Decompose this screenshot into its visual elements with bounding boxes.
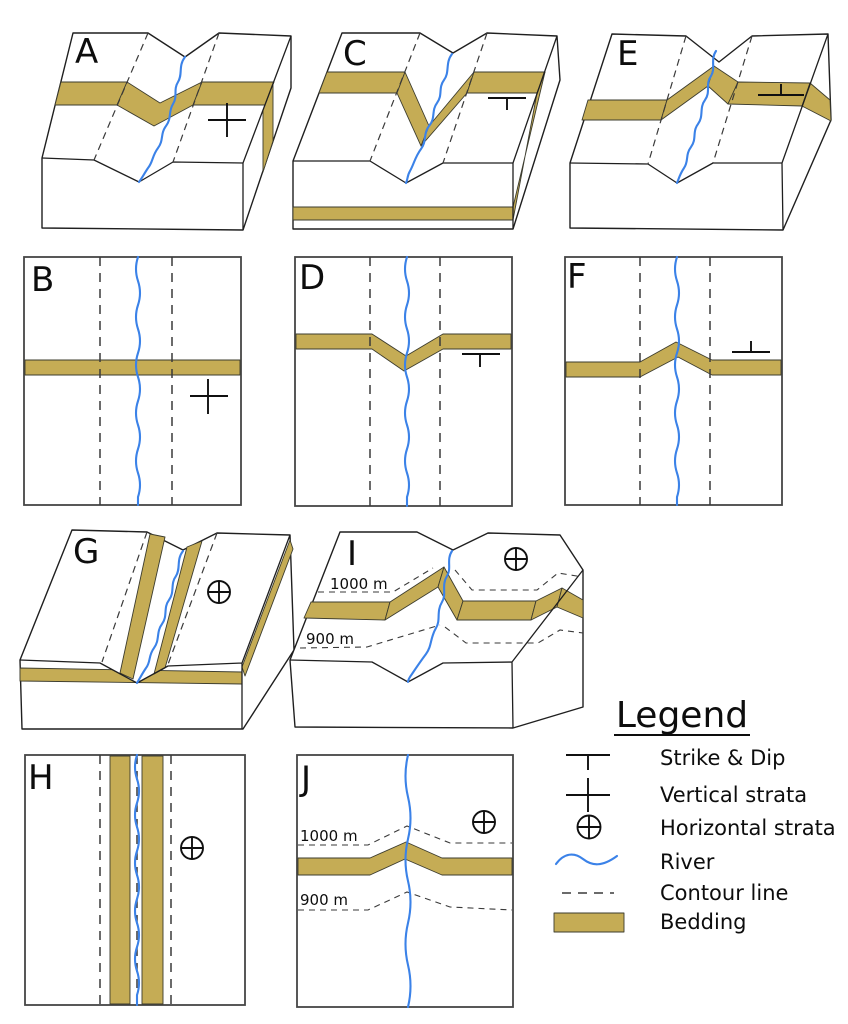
panel-h: H [24, 753, 246, 1007]
map-frame [23, 256, 242, 506]
legend-item-label: Vertical strata [660, 783, 807, 807]
river-path [403, 255, 411, 508]
panel-label: H [28, 758, 54, 798]
river-path [137, 55, 187, 184]
bedding-band [727, 81, 811, 107]
map-frame [296, 754, 514, 1008]
panel-label: I [347, 534, 357, 574]
bedding-band [318, 71, 406, 94]
river-path [133, 753, 141, 1007]
legend-title: Legend [616, 695, 748, 736]
strike-dip-icon [758, 84, 804, 96]
bedding-band [192, 81, 275, 106]
river-icon [554, 853, 619, 866]
contour-label-900: 900 m [300, 891, 348, 909]
panel-d: D [294, 255, 513, 508]
legend-item-label: Strike & Dip [660, 746, 785, 770]
horizontal-strata-icon [505, 548, 527, 570]
contour-line-900 [299, 624, 441, 649]
panel-f: F [564, 255, 783, 507]
panel-j: J 1000 m 900 m [296, 753, 514, 1009]
legend-item-label: Contour line [660, 881, 788, 905]
legend-item-label: Bedding [660, 910, 746, 934]
river-path [406, 549, 454, 684]
panel-label: C [343, 34, 367, 74]
river-path [134, 255, 142, 507]
bedding-band [54, 81, 128, 106]
vertical-strata-icon [190, 379, 228, 414]
bedding-band [303, 601, 391, 621]
block-outline [569, 33, 832, 231]
panel-e: E [569, 33, 832, 231]
strike-dip-icon [488, 97, 526, 110]
river-path [404, 52, 454, 185]
panel-a: A [41, 32, 292, 231]
legend: Legend Strike & Dip Vertical strata Hori… [553, 695, 836, 934]
map-frame [294, 256, 513, 507]
contour-label-1000: 1000 m [300, 827, 358, 845]
panel-g: G [19, 529, 295, 730]
bedding-band [466, 71, 546, 94]
contour-label-1000: 1000 m [330, 575, 388, 593]
valley-edge-dashed [99, 755, 172, 1005]
panel-b: B [23, 255, 242, 507]
river-path [135, 549, 185, 685]
panel-label: A [75, 32, 98, 72]
contour-line-1000 [298, 825, 512, 846]
bedding-band [109, 755, 131, 1005]
panel-i: I 1000 m 900 m [289, 531, 584, 729]
valley-edge-dashed [647, 35, 753, 165]
horizontal-strata-icon [181, 837, 203, 859]
vertical-strata-icon [208, 103, 246, 137]
bedding-icon [553, 912, 625, 933]
valley-edge-dashed [93, 32, 220, 163]
legend-item-label: River [660, 850, 715, 874]
block-outline [289, 531, 584, 729]
vertical-strata-icon [566, 778, 610, 812]
bedding-band [119, 533, 166, 680]
panel-label: G [73, 532, 99, 572]
contour-line-900 [298, 891, 513, 911]
panel-label: B [31, 260, 54, 300]
river-path [404, 753, 412, 1009]
bedding-band [295, 333, 512, 372]
strike-dip-icon [566, 754, 610, 770]
strike-dip-icon [732, 341, 770, 353]
panel-label: D [299, 258, 325, 298]
contour-line-1000 [454, 569, 584, 591]
bedding-band [24, 359, 241, 376]
bedding-band [565, 341, 782, 378]
bedding-band [292, 206, 514, 221]
contour-label-900: 900 m [306, 630, 354, 648]
valley-edge-dashed [101, 531, 218, 668]
panel-label: F [567, 257, 587, 297]
horizontal-strata-icon [208, 581, 230, 603]
bedding-band [456, 600, 537, 621]
contour-line-1000 [318, 567, 434, 593]
horizontal-strata-icon [473, 811, 495, 833]
bedding-band [141, 755, 164, 1005]
map-frame [564, 256, 783, 506]
panel-label: E [617, 34, 638, 74]
horizontal-strata-icon [577, 815, 601, 839]
bedding-band [241, 539, 294, 677]
legend-item-label: Horizontal strata [660, 816, 836, 840]
panel-label: J [299, 759, 311, 799]
river-path [675, 49, 718, 185]
river-path [673, 255, 681, 507]
strike-dip-icon [462, 353, 500, 367]
valley-edge-dashed [369, 32, 488, 164]
panel-c: C [292, 32, 561, 230]
bedding-band [581, 99, 668, 121]
